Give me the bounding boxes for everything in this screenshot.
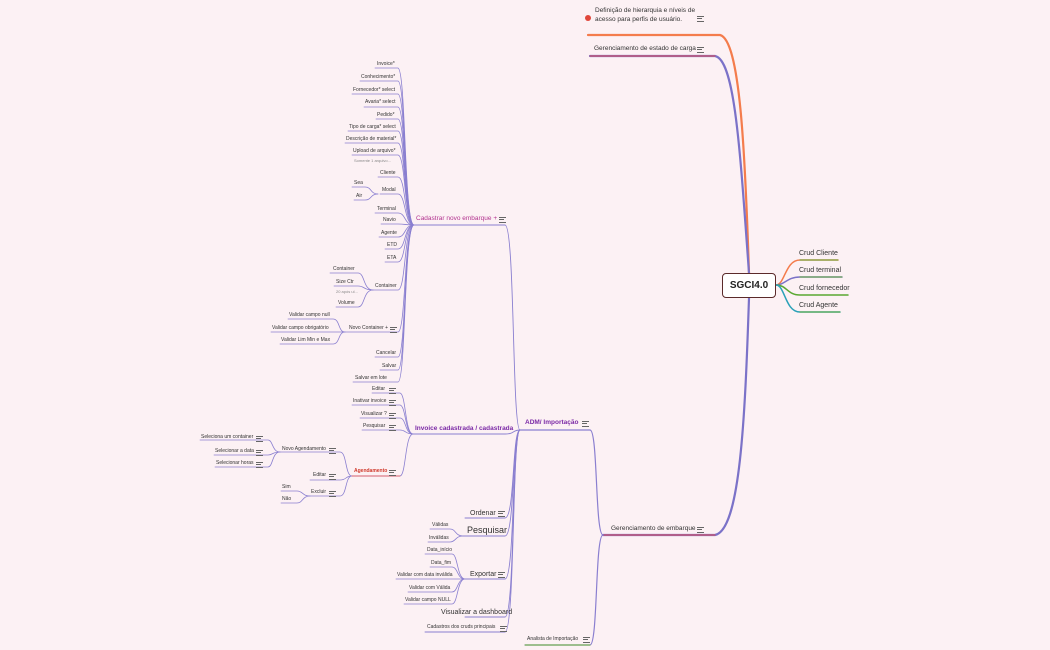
note-icon	[389, 413, 396, 419]
field-agente[interactable]: Agente	[381, 230, 397, 236]
crud-cliente[interactable]: Crud Cliente	[799, 250, 838, 257]
root-node[interactable]: SGCI4.0	[722, 273, 776, 298]
crud-agente[interactable]: Crud Agente	[799, 302, 838, 309]
ordenar[interactable]: Ordenar	[470, 510, 496, 517]
note-icon	[498, 572, 505, 578]
note-icon	[389, 470, 396, 476]
definicao-hierarquia-line1[interactable]: Definição de hierarquia e níveis de	[595, 7, 696, 14]
field-cliente[interactable]: Cliente	[380, 170, 396, 176]
field-etd[interactable]: ETD	[387, 242, 397, 248]
field-terminal[interactable]: Terminal	[377, 206, 396, 212]
size-hint: 20 após ul...	[336, 289, 358, 294]
excluir-sim[interactable]: Sim	[282, 484, 291, 490]
validar-campo-null[interactable]: Validar campo null	[289, 312, 330, 318]
field-invoice[interactable]: Invoice*	[377, 61, 395, 67]
invoice-visualizar[interactable]: Visualizar ?	[361, 411, 387, 417]
modal-air[interactable]: Air	[356, 193, 363, 199]
field-tipo-carga[interactable]: Tipo de carga* select	[349, 124, 396, 130]
invoice-pesquisar[interactable]: Pesquisar	[363, 423, 386, 429]
gerenciamento-embarque[interactable]: Gerenciamento de embarque	[611, 525, 696, 532]
container-item-volume[interactable]: Volume	[338, 300, 355, 306]
container-item-container[interactable]: Container	[333, 266, 355, 272]
adm-importacao[interactable]: ADM/ Importação	[525, 419, 579, 426]
analista-importacao[interactable]: Analista de Importação	[527, 636, 579, 642]
pesquisar-invalidas[interactable]: Inválidas	[429, 535, 449, 541]
agendamento[interactable]: Agendamento	[354, 468, 388, 474]
exportar-data-inicio[interactable]: Data_início	[427, 547, 453, 553]
note-icon	[583, 637, 590, 643]
note-icon	[329, 448, 336, 454]
invoice-editar[interactable]: Editar	[372, 386, 386, 392]
field-pedido[interactable]: Pedido*	[377, 112, 395, 118]
definicao-hierarquia-line2[interactable]: acesso para perfis de usuário.	[595, 16, 683, 23]
visualizar-dashboard[interactable]: Visualizar a dashboard	[441, 609, 513, 616]
salvar-em-lote[interactable]: Salvar em lote	[355, 375, 387, 381]
field-navio[interactable]: Navio	[383, 217, 396, 223]
field-modal[interactable]: Modal	[382, 187, 396, 193]
pesquisar-validas[interactable]: Válidas	[432, 522, 449, 528]
exportar-valida[interactable]: Validar com Válida	[409, 585, 451, 591]
novo-container[interactable]: Novo Container +	[349, 325, 389, 331]
cadastros-cruds[interactable]: Cadastros dos cruds principais	[427, 624, 496, 630]
note-icon	[389, 425, 396, 431]
modal-sea[interactable]: Sea	[354, 180, 363, 186]
excluir-nao[interactable]: Não	[282, 496, 292, 502]
note-icon	[329, 491, 336, 497]
agendamento-editar[interactable]: Editar	[313, 472, 327, 478]
crud-terminal[interactable]: Crud terminal	[799, 267, 842, 274]
note-icon	[329, 474, 336, 480]
note-icon	[500, 626, 507, 632]
note-icon	[499, 217, 506, 223]
exportar[interactable]: Exportar	[470, 571, 497, 578]
cancelar[interactable]: Cancelar	[376, 350, 397, 356]
note-icon	[697, 527, 704, 533]
note-icon	[390, 327, 397, 333]
field-upload-arquivo[interactable]: Upload de arquivo*	[353, 148, 396, 154]
note-icon	[582, 421, 589, 427]
note-icon	[389, 400, 396, 406]
field-avaria[interactable]: Avaria* select	[365, 99, 396, 105]
agendamento-excluir[interactable]: Excluir	[311, 489, 327, 495]
note-icon	[389, 388, 396, 394]
field-eta[interactable]: ETA	[387, 255, 397, 261]
field-descricao-material[interactable]: Descrição de material*	[346, 136, 397, 142]
seleciona-container[interactable]: Seleciona um container	[201, 434, 254, 440]
novo-agendamento[interactable]: Novo Agendamento	[282, 446, 326, 452]
validar-lim-min-max[interactable]: Validar Lim Min e Max	[281, 337, 331, 343]
upload-hint: Somente 1 arquivo...	[354, 158, 391, 163]
exportar-campo-null[interactable]: Validar campo NULL	[405, 597, 451, 603]
exportar-data-invalida[interactable]: Validar com data inválida	[397, 572, 453, 578]
field-fornecedor[interactable]: Fornecedor* select	[353, 87, 395, 93]
warning-icon	[585, 15, 591, 21]
note-icon	[498, 511, 505, 517]
validar-campo-obrigatorio[interactable]: Validar campo obrigatório	[272, 325, 329, 331]
selecionar-data[interactable]: Selecionar a data	[215, 448, 254, 454]
invoice-cadastrada[interactable]: Invoice cadastrada / cadastrada	[415, 425, 514, 432]
selecionar-horas[interactable]: Selecionar horas	[216, 460, 254, 466]
note-icon	[697, 16, 704, 22]
cadastrar-novo-embarque[interactable]: Cadastrar novo embarque +	[416, 215, 498, 222]
note-icon	[256, 436, 263, 442]
note-icon	[256, 462, 263, 468]
field-conhecimento[interactable]: Conhecimento*	[361, 74, 396, 80]
salvar[interactable]: Salvar	[382, 363, 397, 369]
exportar-data-fim[interactable]: Data_fim	[431, 560, 452, 566]
invoice-inativar[interactable]: Inativar invoice	[353, 398, 387, 404]
container-item-size[interactable]: Size Ctr	[336, 279, 354, 285]
field-container[interactable]: Container	[375, 283, 397, 289]
note-icon	[697, 47, 704, 53]
pesquisar[interactable]: Pesquisar	[467, 525, 508, 535]
gerenciamento-estado-carga[interactable]: Gerenciamento de estado de carga	[594, 45, 696, 52]
note-icon	[256, 450, 263, 456]
crud-fornecedor[interactable]: Crud fornecedor	[799, 285, 850, 292]
